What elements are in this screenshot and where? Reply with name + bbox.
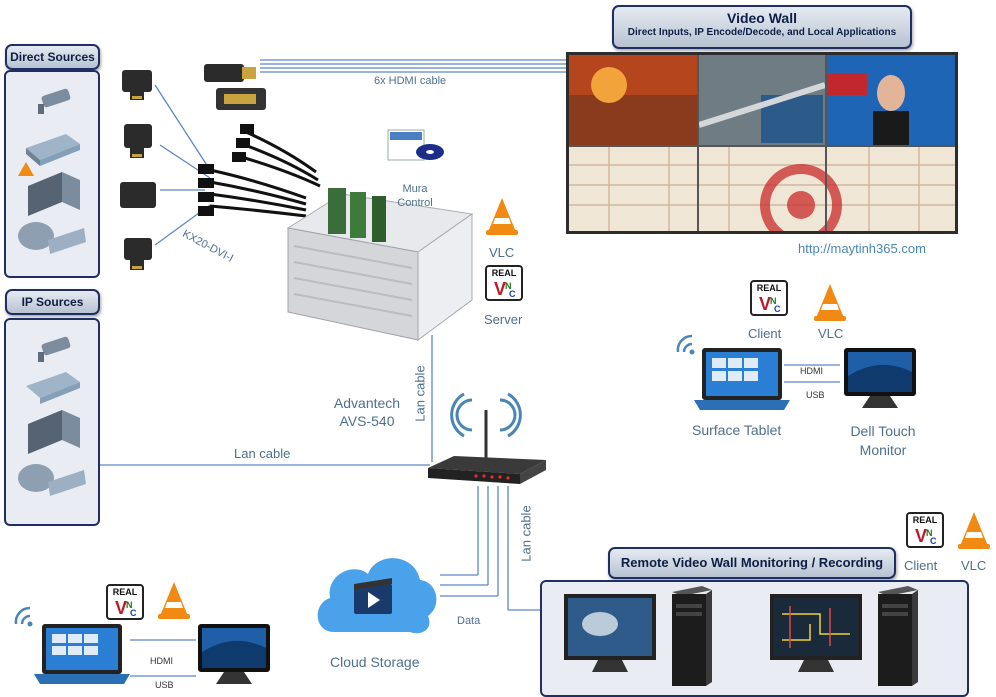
dvi-adapter-icon	[124, 238, 152, 260]
monitoring-tower-pc	[672, 586, 712, 686]
svg-text:C: C	[774, 304, 781, 314]
hdmi-cable-label: 6x HDMI cable	[374, 75, 447, 87]
svg-text:C: C	[930, 536, 937, 546]
monitoring-monitor-weather	[564, 594, 656, 672]
wifi-icon	[14, 606, 33, 627]
mura-control-box-icon	[387, 129, 444, 161]
realvnc-real-text: REAL	[756, 283, 782, 293]
router-lan-cable-label: Lan cable	[518, 505, 534, 562]
advantech-server-icon	[286, 188, 474, 341]
svg-text:V: V	[759, 294, 771, 314]
server-label: Server	[484, 312, 523, 327]
realvnc-real-text: REAL	[112, 587, 138, 597]
svg-text:C: C	[509, 289, 516, 299]
direct-source-devices	[18, 88, 86, 254]
video-wall-subtitle: Direct Inputs, IP Encode/Decode, and Loc…	[627, 27, 897, 38]
dvi-adapter-icon	[122, 70, 152, 92]
monitoring-tower-pc	[878, 586, 918, 686]
camera-icon	[38, 88, 71, 114]
media-player-icon	[28, 410, 80, 454]
adapter-link-1	[154, 84, 211, 171]
hdmi-adapter-icon	[204, 64, 266, 110]
svg-text:N: N	[926, 528, 933, 538]
surface-tablet-icon	[34, 624, 130, 684]
video-wall-title: Video Wall	[726, 10, 797, 26]
remote-monitoring-title: Remote Video Wall Monitoring / Recording	[620, 555, 884, 570]
laptop-hdmi-label: HDMI	[150, 656, 173, 666]
mura-control-label: Mura Control	[397, 183, 433, 209]
set-top-box-icon	[26, 372, 80, 404]
svg-text:N: N	[505, 281, 512, 291]
laptop-usb-label: USB	[155, 680, 174, 690]
wall-screen-map	[569, 147, 955, 231]
adapter-column	[120, 70, 156, 270]
ip-source-devices	[18, 336, 86, 496]
router-icon	[428, 392, 546, 484]
dell-monitor-icon	[844, 348, 916, 408]
advantech-label: Advantech AVS-540	[333, 395, 401, 429]
svg-text:N: N	[126, 600, 133, 610]
remote-vlc-label: VLC	[961, 558, 987, 573]
set-top-box-icon	[26, 134, 80, 166]
remote-monitoring-header: Remote Video Wall Monitoring / Recording	[608, 547, 896, 579]
dell-monitor-label: Dell Touch Monitor	[850, 423, 916, 458]
splitter-cable-icon	[198, 124, 321, 218]
camera-icon	[38, 336, 71, 362]
svg-text:C: C	[130, 608, 137, 618]
satellite-icon	[18, 464, 86, 496]
tablet-usb-label: USB	[806, 390, 825, 400]
dell-monitor-icon	[198, 624, 270, 684]
vlc-icon	[814, 284, 846, 321]
server-vlc-label: VLC	[489, 245, 515, 260]
vlc-icon	[958, 512, 990, 549]
ip-sources-title: IP Sources	[21, 295, 84, 309]
website-url[interactable]: http://maytinh365.com	[798, 241, 926, 256]
surface-tablet-label: Surface Tablet	[692, 422, 782, 438]
ip-sources-lan-cable-label: Lan cable	[234, 446, 291, 461]
monitoring-monitor-circuit	[770, 594, 862, 672]
surface-tablet-icon	[694, 348, 790, 410]
vlc-icon	[158, 582, 190, 619]
remote-client-label: Client	[904, 558, 938, 573]
video-wall-screens	[569, 55, 955, 246]
vlc-small-icon	[18, 162, 34, 176]
tablet-client-label: Client	[748, 326, 782, 341]
vlc-icon	[486, 198, 518, 235]
tablet-vlc-label: VLC	[818, 326, 844, 341]
ip-sources-header: IP Sources	[5, 289, 100, 315]
media-player-icon	[28, 172, 80, 216]
tablet-hdmi-label: HDMI	[800, 366, 823, 376]
direct-sources-header: Direct Sources	[5, 44, 100, 70]
cloud-storage-icon	[317, 558, 437, 634]
wifi-icon	[676, 334, 695, 355]
data-label: Data	[457, 615, 481, 627]
remote-monitoring-stations	[564, 586, 918, 686]
video-wall-header: Video Wall Direct Inputs, IP Encode/Deco…	[612, 5, 912, 49]
realvnc-real-text: REAL	[491, 268, 517, 278]
svg-text:N: N	[770, 296, 777, 306]
cloud-storage-label: Cloud Storage	[330, 654, 420, 670]
realvnc-real-text: REAL	[912, 515, 938, 525]
video-wall-display	[566, 52, 958, 246]
direct-sources-title: Direct Sources	[10, 50, 95, 64]
dvi-adapter-icon	[120, 182, 156, 208]
svg-text:V: V	[494, 279, 506, 299]
svg-text:V: V	[115, 598, 127, 618]
svg-text:V: V	[915, 526, 927, 546]
satellite-icon	[18, 222, 86, 254]
dvi-adapter-icon	[124, 124, 152, 148]
